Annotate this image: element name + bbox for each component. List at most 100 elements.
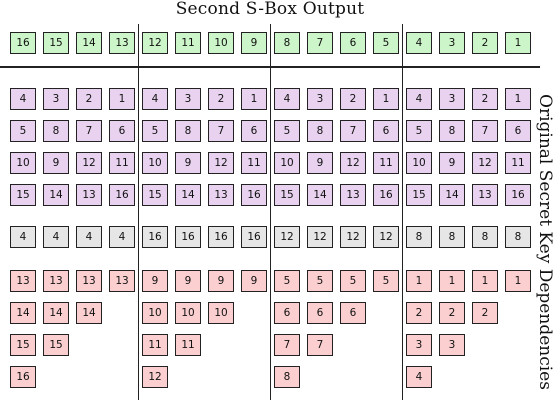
dependency-box: 1 — [406, 270, 432, 292]
gray-box: 8 — [472, 226, 498, 248]
key-box: 7 — [340, 120, 366, 142]
vertical-divider-3 — [402, 24, 404, 400]
key-box: 2 — [472, 88, 498, 110]
key-box: 10 — [406, 152, 432, 174]
gray-box: 8 — [439, 226, 465, 248]
gray-box: 12 — [340, 226, 366, 248]
dependency-box: 6 — [307, 302, 333, 324]
dependency-box: 11 — [142, 334, 168, 356]
dependency-box: 4 — [406, 366, 432, 388]
dependency-box: 15 — [43, 334, 69, 356]
key-box: 13 — [76, 184, 102, 206]
key-box: 14 — [43, 184, 69, 206]
key-box: 15 — [274, 184, 300, 206]
key-box: 5 — [10, 120, 36, 142]
key-box: 9 — [175, 152, 201, 174]
key-box: 12 — [208, 152, 234, 174]
key-box: 12 — [340, 152, 366, 174]
dependency-box: 3 — [406, 334, 432, 356]
key-box: 12 — [472, 152, 498, 174]
key-box: 15 — [406, 184, 432, 206]
dependency-box: 10 — [175, 302, 201, 324]
output-box: 14 — [76, 32, 102, 54]
dependency-box: 9 — [175, 270, 201, 292]
gray-box: 16 — [241, 226, 267, 248]
gray-box: 4 — [109, 226, 135, 248]
output-box: 9 — [241, 32, 267, 54]
key-box: 9 — [307, 152, 333, 174]
dependency-box: 6 — [340, 302, 366, 324]
dependency-box: 1 — [472, 270, 498, 292]
output-box: 3 — [439, 32, 465, 54]
key-box: 1 — [373, 88, 399, 110]
key-box: 10 — [142, 152, 168, 174]
key-box: 3 — [307, 88, 333, 110]
key-box: 3 — [175, 88, 201, 110]
key-box: 14 — [439, 184, 465, 206]
key-box: 1 — [109, 88, 135, 110]
dependency-box: 15 — [10, 334, 36, 356]
key-box: 6 — [241, 120, 267, 142]
key-box: 6 — [505, 120, 531, 142]
output-box: 4 — [406, 32, 432, 54]
dependency-box: 1 — [439, 270, 465, 292]
vertical-divider-1 — [138, 24, 140, 400]
dependency-box: 10 — [208, 302, 234, 324]
dependency-box: 9 — [241, 270, 267, 292]
dependency-box: 10 — [142, 302, 168, 324]
gray-box: 8 — [406, 226, 432, 248]
key-box: 2 — [76, 88, 102, 110]
key-box: 5 — [142, 120, 168, 142]
dependency-box: 1 — [505, 270, 531, 292]
key-box: 6 — [373, 120, 399, 142]
dependency-box: 2 — [472, 302, 498, 324]
dependency-box: 6 — [274, 302, 300, 324]
output-box: 12 — [142, 32, 168, 54]
dependency-box: 14 — [10, 302, 36, 324]
dependency-box: 9 — [208, 270, 234, 292]
output-box: 15 — [43, 32, 69, 54]
key-box: 8 — [439, 120, 465, 142]
output-box: 16 — [10, 32, 36, 54]
key-box: 15 — [10, 184, 36, 206]
key-box: 8 — [43, 120, 69, 142]
key-box: 13 — [340, 184, 366, 206]
key-box: 4 — [10, 88, 36, 110]
key-box: 11 — [109, 152, 135, 174]
key-box: 4 — [142, 88, 168, 110]
dependency-box: 5 — [373, 270, 399, 292]
key-box: 10 — [10, 152, 36, 174]
key-box: 2 — [208, 88, 234, 110]
gray-box: 8 — [505, 226, 531, 248]
gray-box: 16 — [142, 226, 168, 248]
dependency-box: 5 — [274, 270, 300, 292]
key-box: 11 — [373, 152, 399, 174]
key-box: 7 — [76, 120, 102, 142]
output-box: 8 — [274, 32, 300, 54]
key-box: 9 — [43, 152, 69, 174]
dependency-box: 7 — [307, 334, 333, 356]
dependency-box: 13 — [109, 270, 135, 292]
key-box: 3 — [439, 88, 465, 110]
output-box: 11 — [175, 32, 201, 54]
dependency-box: 11 — [175, 334, 201, 356]
dependency-box: 3 — [439, 334, 465, 356]
key-box: 5 — [274, 120, 300, 142]
gray-box: 12 — [307, 226, 333, 248]
key-box: 13 — [208, 184, 234, 206]
key-box: 2 — [340, 88, 366, 110]
output-box: 2 — [472, 32, 498, 54]
key-box: 1 — [505, 88, 531, 110]
key-box: 6 — [109, 120, 135, 142]
output-box: 5 — [373, 32, 399, 54]
key-box: 12 — [76, 152, 102, 174]
dependency-box: 13 — [43, 270, 69, 292]
gray-box: 16 — [208, 226, 234, 248]
key-box: 3 — [43, 88, 69, 110]
key-box: 14 — [307, 184, 333, 206]
key-box: 14 — [175, 184, 201, 206]
key-box: 10 — [274, 152, 300, 174]
dependency-box: 2 — [439, 302, 465, 324]
dependency-box: 5 — [340, 270, 366, 292]
